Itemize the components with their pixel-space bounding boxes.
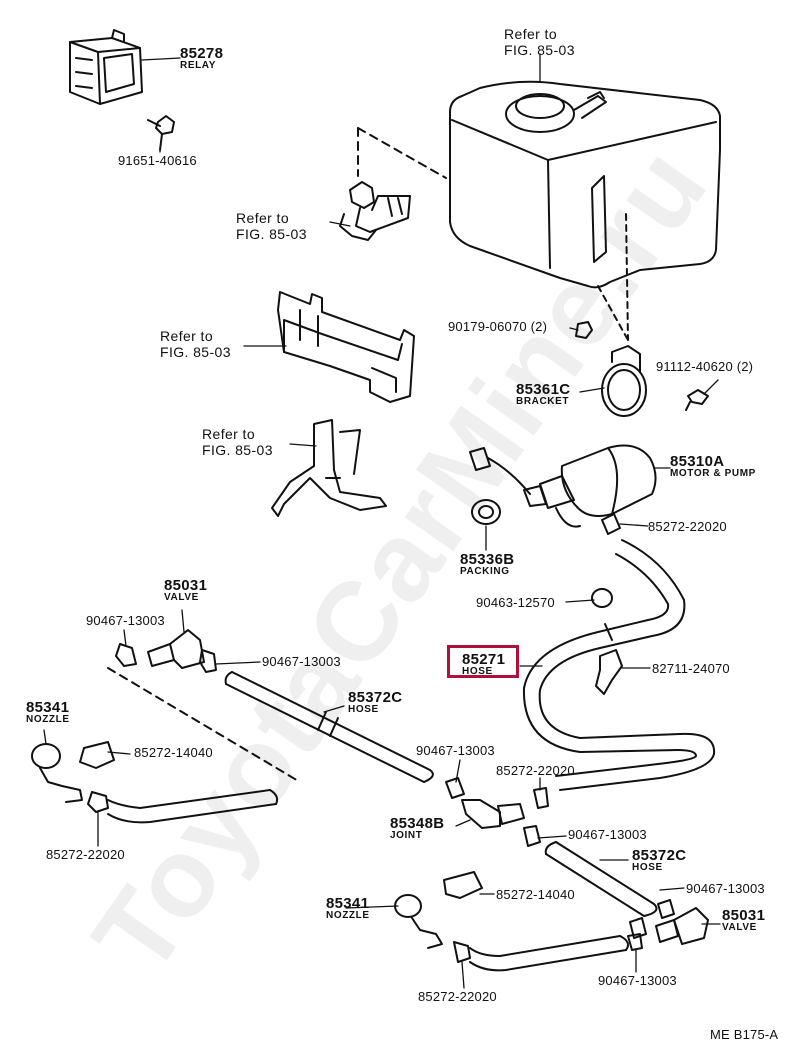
part-name: PACKING [460, 566, 510, 577]
hose-85372c-upper-drawing [224, 671, 434, 783]
part-name: HOSE [632, 862, 663, 873]
part-number: 85372C [348, 689, 403, 706]
washer-tank-drawing [449, 80, 721, 289]
part-label-90467-13003-f[interactable]: 90467-13003 [598, 973, 677, 988]
figure-code: ME B175-A [710, 1027, 779, 1042]
part-label-90467-13003-d[interactable]: 90467-13003 [568, 827, 647, 842]
part-label-85372c-upper[interactable]: 85372C HOSE [348, 690, 402, 715]
bracket-small-drawing [271, 419, 387, 517]
refer-line: FIG. 85-03 [160, 344, 231, 361]
part-label-85278[interactable]: 85278 RELAY [180, 46, 223, 71]
part-name: NOZZLE [326, 910, 370, 921]
nut-drawing [575, 321, 593, 339]
part-number: 85336B [460, 551, 515, 568]
nozzle-85341-bottom-drawing [394, 871, 643, 972]
pump-refer-drawing [339, 181, 411, 241]
part-label-90179-06070[interactable]: 90179-06070 (2) [448, 319, 548, 334]
refer-line: Refer to [236, 210, 289, 226]
part-label-85341-bottom[interactable]: 85341 NOZZLE [326, 896, 370, 921]
part-number: 85372C [632, 847, 687, 864]
clamp-82711-drawing [595, 649, 623, 695]
hose-85271-drawing [522, 539, 716, 791]
part-number: 85348B [390, 815, 445, 832]
part-name: JOINT [390, 830, 423, 841]
part-label-85336b[interactable]: 85336B PACKING [460, 552, 514, 577]
part-label-85031-bottom[interactable]: 85031 VALVE [722, 908, 765, 933]
part-label-85272-22020-a[interactable]: 85272-22020 [648, 519, 727, 534]
part-name: NOZZLE [26, 714, 70, 725]
part-label-90467-13003-b[interactable]: 90467-13003 [262, 654, 341, 669]
part-label-85348b[interactable]: 85348B JOINT [390, 816, 444, 841]
refer-line: FIG. 85-03 [202, 442, 273, 459]
part-number: 85031 [722, 907, 766, 924]
part-number: 85278 [180, 45, 224, 62]
relay-drawing [69, 29, 143, 105]
part-label-85272-14040-a[interactable]: 85272-14040 [134, 745, 213, 760]
screw-91112-drawing [685, 389, 709, 411]
part-name: VALVE [164, 592, 199, 603]
refer-line: FIG. 85-03 [236, 226, 307, 243]
part-label-82711-24070[interactable]: 82711-24070 [652, 661, 730, 676]
part-name: HOSE [462, 666, 493, 677]
part-number: 85341 [26, 699, 70, 716]
part-label-91651-40616[interactable]: 91651-40616 [118, 153, 197, 168]
part-label-85272-14040-b[interactable]: 85272-14040 [496, 887, 575, 902]
part-name: HOSE [348, 704, 379, 715]
refer-line: Refer to [160, 328, 213, 344]
part-label-85271[interactable]: 85271 HOSE [462, 652, 505, 677]
refer-line: FIG. 85-03 [504, 42, 575, 59]
part-label-90467-13003-e[interactable]: 90467-13003 [686, 881, 765, 896]
packing-drawing [471, 499, 501, 525]
part-number: 85310A [670, 453, 725, 470]
leader-lines [43, 53, 721, 989]
part-number: 85341 [326, 895, 370, 912]
part-label-85310a[interactable]: 85310A MOTOR & PUMP [670, 454, 756, 479]
part-label-85272-22020-b[interactable]: 85272-22020 [496, 763, 575, 778]
joint-85348b-drawing [445, 777, 549, 847]
bracket-refer-drawing [277, 291, 415, 403]
part-label-85372c-lower[interactable]: 85372C HOSE [632, 848, 686, 873]
refer-line: Refer to [504, 26, 557, 42]
part-label-90467-13003-c[interactable]: 90467-13003 [416, 743, 495, 758]
hose-85372c-lower-drawing [544, 841, 658, 917]
motor-pump-drawing [469, 444, 657, 535]
highlight-box [447, 645, 519, 678]
part-number: 85031 [164, 577, 208, 594]
part-label-85341-left[interactable]: 85341 NOZZLE [26, 700, 70, 725]
refer-line: Refer to [202, 426, 255, 442]
part-name: VALVE [722, 922, 757, 933]
screw-91651-drawing [147, 115, 175, 151]
refer-note-bracket: Refer to FIG. 85-03 [160, 328, 231, 360]
refer-note-pump: Refer to FIG. 85-03 [236, 210, 307, 242]
part-label-85031-top[interactable]: 85031 VALVE [164, 578, 207, 603]
part-number: 85361C [516, 381, 571, 398]
refer-note-tank: Refer to FIG. 85-03 [504, 26, 575, 58]
valve-85031-bottom-drawing [629, 899, 709, 945]
part-label-90463-12570[interactable]: 90463-12570 [476, 595, 555, 610]
part-name: MOTOR & PUMP [670, 468, 756, 479]
part-number: 85271 [462, 651, 506, 668]
part-label-85272-22020-d[interactable]: 85272-22020 [418, 989, 497, 1004]
refer-note-small-bracket: Refer to FIG. 85-03 [202, 426, 273, 458]
part-name: RELAY [180, 60, 216, 71]
part-label-90467-13003-a[interactable]: 90467-13003 [86, 613, 165, 628]
bracket-85361c-drawing [601, 345, 647, 417]
part-label-85361c[interactable]: 85361C BRACKET [516, 382, 570, 407]
clip-90463-drawing [591, 588, 613, 608]
part-label-85272-22020-c[interactable]: 85272-22020 [46, 847, 125, 862]
valve-85031-top-drawing [115, 629, 217, 673]
part-name: BRACKET [516, 396, 570, 407]
part-label-91112-40620[interactable]: 91112-40620 (2) [656, 359, 754, 374]
